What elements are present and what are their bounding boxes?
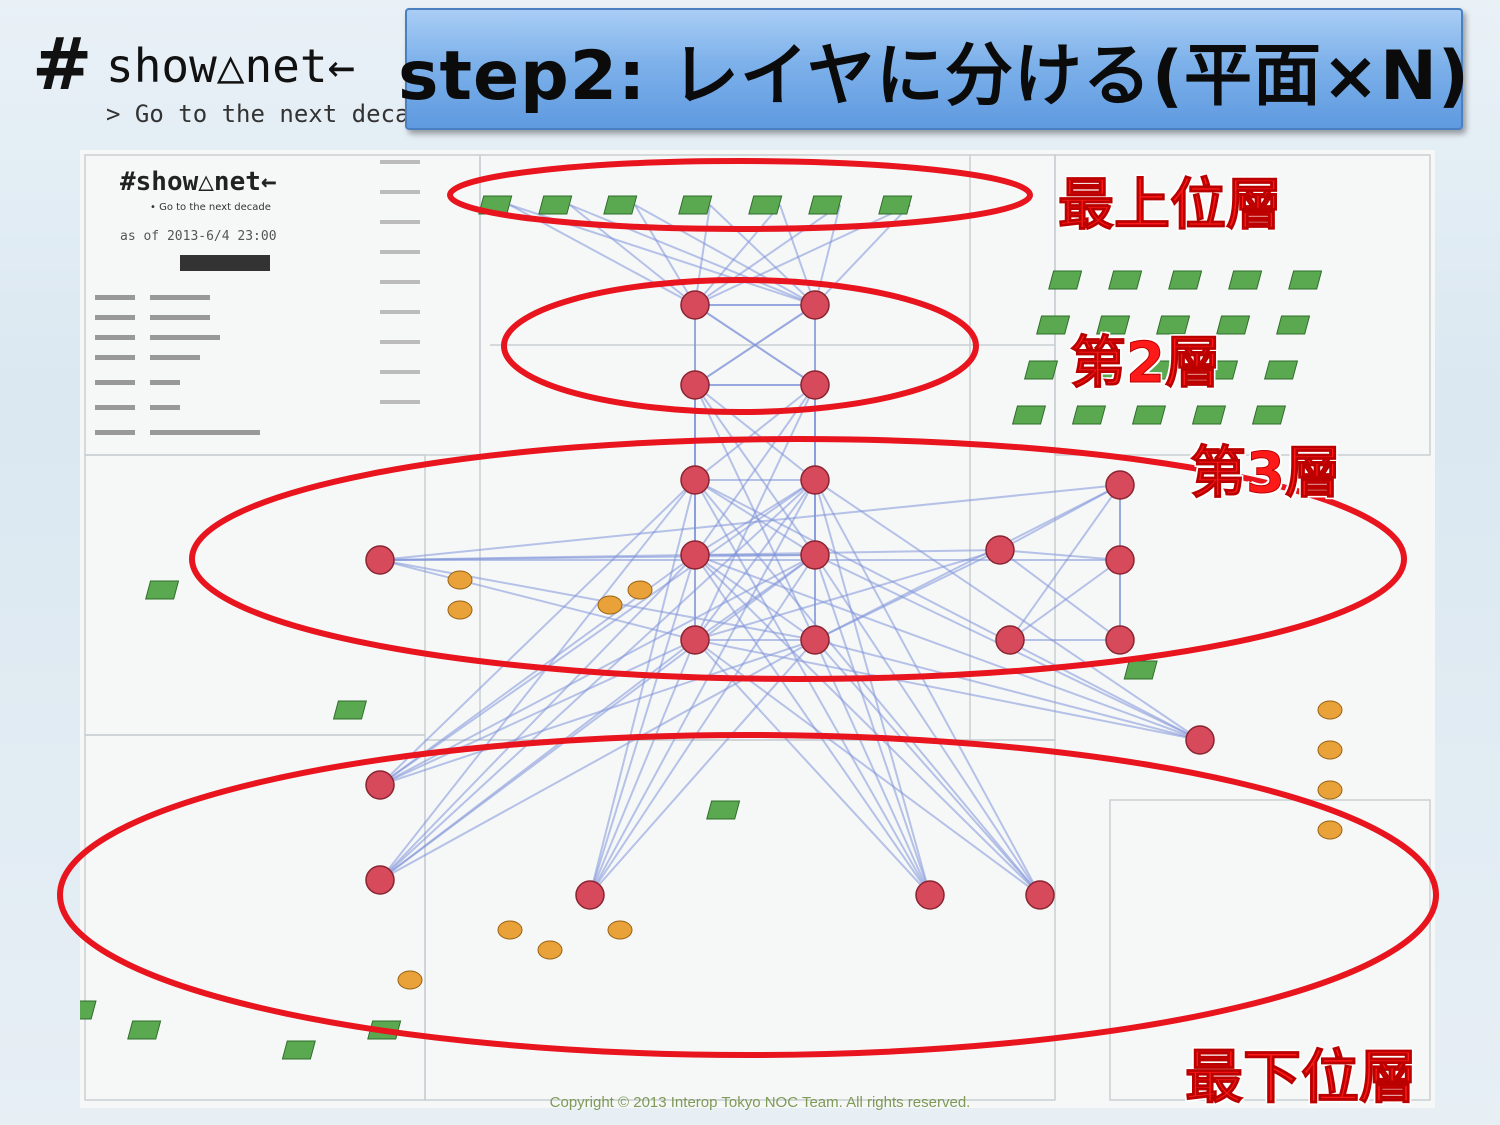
switch-node: [1204, 360, 1239, 380]
router-node: [365, 770, 395, 800]
router-node: [1185, 725, 1215, 755]
logo-hash: #: [32, 21, 93, 106]
switch-node: [1011, 405, 1047, 425]
switch-node: [367, 1020, 402, 1040]
label-top-layer: 最上位層: [1058, 173, 1283, 239]
router-node: [1105, 545, 1135, 575]
router-node: [800, 290, 830, 320]
switch-node: [1288, 270, 1323, 290]
legend-block: #show△net← • Go to the next decade as of…: [95, 160, 420, 435]
svg-text:as of 2013-6/4 23:00: as of 2013-6/4 23:00: [120, 229, 277, 244]
logo-tagline: > Go to the next decade: [106, 100, 439, 128]
router-node: [800, 370, 830, 400]
router-node: [365, 545, 395, 575]
label-third-layer: 第3層: [1190, 441, 1342, 507]
network-topology: #show△net← • Go to the next decade as of…: [80, 154, 1431, 1101]
router-node: [680, 370, 710, 400]
switch-node: [1264, 360, 1299, 380]
switch-node: [145, 580, 180, 600]
switch-node: [808, 195, 843, 215]
svg-text:• Go to the next decade: • Go to the next decade: [150, 202, 271, 213]
server-node: [1317, 780, 1343, 800]
switch-node: [1123, 660, 1158, 680]
copyright-notice: Copyright © 2013 Interop Tokyo NOC Team.…: [549, 1094, 971, 1111]
router-node: [1105, 625, 1135, 655]
server-node: [447, 570, 473, 590]
switch-node: [1048, 270, 1083, 290]
server-node: [1317, 820, 1343, 840]
network-diagram: #show△net← • Go to the next decade as of…: [80, 150, 1435, 1108]
router-node: [680, 625, 710, 655]
switch-node: [80, 1000, 97, 1020]
switch-node: [1156, 315, 1191, 335]
switch-node: [603, 195, 638, 215]
server-node: [1317, 740, 1343, 760]
router-node: [575, 880, 605, 910]
switch-node: [1131, 405, 1167, 425]
switch-node: [748, 195, 783, 215]
router-node: [995, 625, 1025, 655]
server-node: [537, 940, 563, 960]
router-node: [1105, 470, 1135, 500]
server-node: [397, 970, 423, 990]
router-node: [915, 880, 945, 910]
switch-node: [1084, 360, 1119, 380]
switch-node: [1251, 405, 1287, 425]
label-bottom-layer: 最下位層: [1184, 1043, 1418, 1112]
router-node: [680, 290, 710, 320]
router-node: [800, 540, 830, 570]
switch-node: [706, 800, 741, 820]
server-node: [497, 920, 523, 940]
switch-node: [281, 1040, 316, 1060]
switch-node: [1228, 270, 1263, 290]
switch-node: [1191, 405, 1227, 425]
switch-node: [332, 700, 367, 720]
router-node: [680, 465, 710, 495]
router-node: [365, 865, 395, 895]
router-node: [680, 540, 710, 570]
server-node: [597, 595, 623, 615]
router-node: [985, 535, 1015, 565]
server-node: [447, 600, 473, 620]
slide-title: step2: レイヤに分ける(平面×N): [398, 36, 1470, 116]
switch-node: [1024, 360, 1059, 380]
switch-node: [127, 1020, 162, 1040]
switch-node: [538, 195, 573, 215]
shownet-logo: # show△net← > Go to the next decade: [18, 21, 438, 134]
router-node: [800, 625, 830, 655]
switch-node: [1096, 315, 1131, 335]
server-node: [627, 580, 653, 600]
switch-node: [678, 195, 713, 215]
slide-title-banner: step2: レイヤに分ける(平面×N): [398, 8, 1469, 130]
switch-node: [1144, 360, 1179, 380]
switch-node: [1108, 270, 1143, 290]
switch-node: [478, 195, 513, 215]
switch-node: [1036, 315, 1071, 335]
svg-text:#show△net←: #show△net←: [120, 167, 277, 197]
server-node: [1317, 700, 1343, 720]
label-second-layer: 第2層: [1070, 331, 1222, 397]
switch-node: [878, 195, 913, 215]
switch-node: [1168, 270, 1203, 290]
server-node: [607, 920, 633, 940]
router-node: [1025, 880, 1055, 910]
switch-node: [1071, 405, 1107, 425]
switch-node: [1276, 315, 1311, 335]
logo-brand: show△net←: [106, 39, 356, 93]
router-node: [800, 465, 830, 495]
switch-node: [1216, 315, 1251, 335]
